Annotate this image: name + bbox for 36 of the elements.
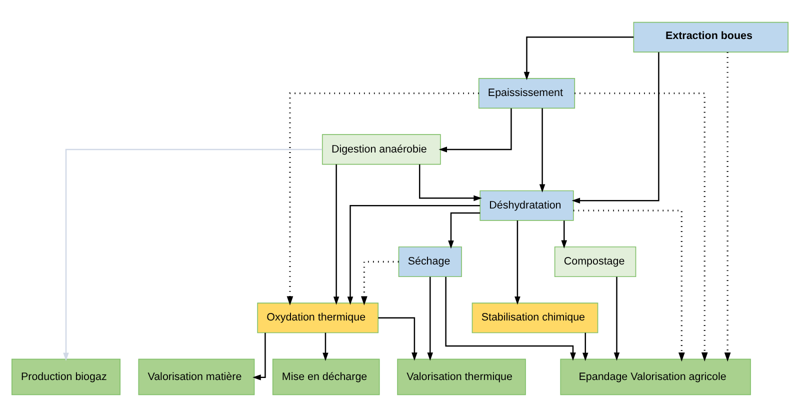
arrow — [724, 52, 731, 362]
arrow — [573, 210, 685, 362]
arrow — [63, 148, 322, 361]
node-box: Déshydratation — [480, 190, 574, 221]
arrow — [361, 260, 399, 306]
arrow — [252, 332, 266, 380]
arrow — [378, 317, 418, 361]
arrow — [524, 36, 634, 80]
arrow — [574, 92, 708, 362]
arrow — [427, 276, 434, 361]
node-box: Valorisation thermique — [397, 358, 526, 396]
arrow — [539, 108, 546, 193]
node-box: Stabilisation chimique — [472, 302, 598, 334]
arrow — [445, 276, 576, 361]
arrow — [572, 52, 660, 204]
arrow — [561, 220, 567, 249]
arrow — [582, 332, 588, 361]
arrow — [514, 220, 520, 305]
node-box: Mise en décharge — [272, 358, 380, 396]
arrow — [286, 92, 479, 306]
arrow — [448, 212, 480, 249]
node-box: Oxydation thermique — [257, 302, 379, 334]
node-box: Digestion anaérobie — [322, 134, 441, 165]
node-box: Valorisation matière — [138, 358, 255, 396]
node-box: Compostage — [554, 246, 636, 278]
node-box: Epandage Valorisation agricole — [560, 358, 751, 396]
arrow — [347, 205, 480, 305]
arrow — [419, 164, 482, 202]
node-box: Séchage — [398, 246, 462, 278]
arrow — [438, 108, 512, 152]
node-box: Epaississement — [478, 78, 576, 109]
arrow — [333, 164, 340, 305]
node-box: Production biogaz — [12, 358, 120, 396]
node-box: Extraction boues — [633, 22, 788, 52]
arrow — [322, 332, 328, 361]
arrow — [614, 276, 620, 361]
